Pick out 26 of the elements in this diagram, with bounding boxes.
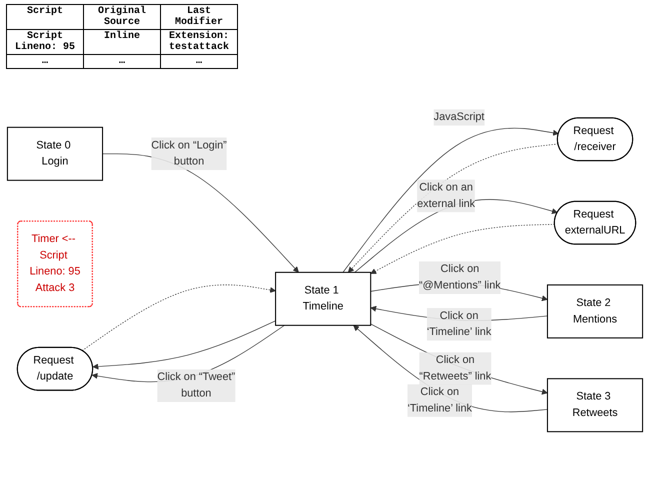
table-header: Original Source [84,4,160,30]
table-cell: Extension: testattack [160,30,238,54]
node-box: State 3 Retweets [546,378,644,432]
table-cell: Script Lineno: 95 [6,30,84,54]
table-header: Script [6,4,84,30]
arrow [92,320,276,370]
table-cell: … [6,54,84,68]
edge-label: Click on “@Mentions” link [418,263,501,292]
arrow [82,284,276,351]
edge-label: Click on an external link [417,182,476,210]
edge-label: Click on “Retweets” link [419,354,492,382]
arrow [370,324,548,395]
table-cell: … [160,54,238,68]
table-cell: Inline [84,30,160,54]
edge-label: Click on ‘Timeline’ link [426,310,492,338]
node-box: State 2 Mentions [546,284,644,338]
table-cell: … [84,54,160,68]
edge-label: Click on ‘Timeline’ link [408,386,472,414]
edge-label: JavaScript [434,111,484,123]
node-box: State 1 Timeline [275,272,372,326]
node-box: State 0 Login [6,126,104,181]
edge-label: Click on “Login” button [151,140,227,168]
arrow [353,325,548,412]
table-header: Last Modifier [160,4,238,30]
arrow [370,224,556,274]
edge-label: Click on “Tweet” button [157,371,236,400]
